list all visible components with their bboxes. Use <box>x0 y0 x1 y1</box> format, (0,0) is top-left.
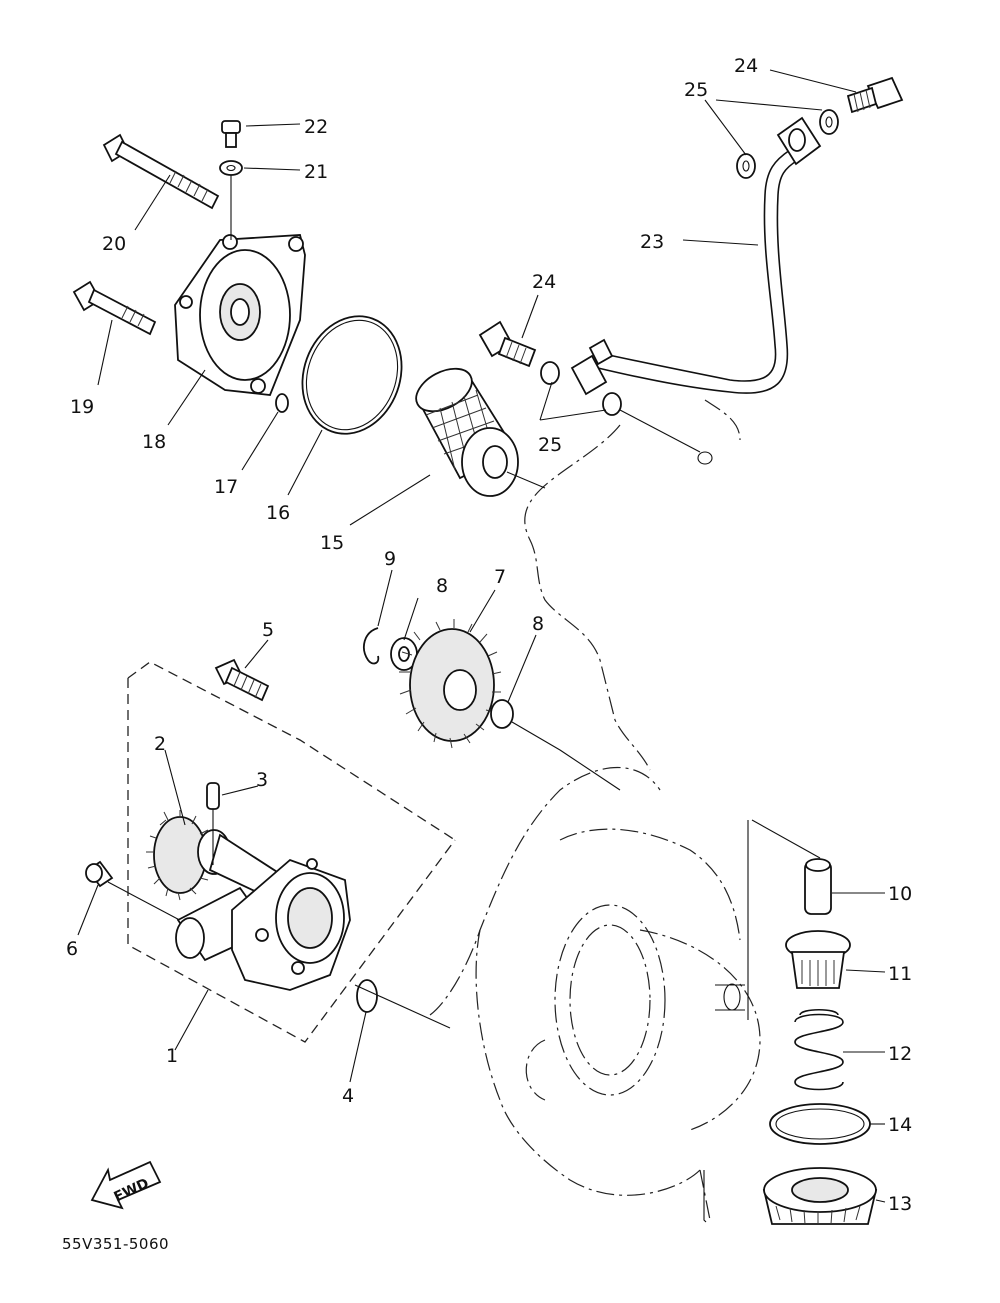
oil-filter-15 <box>415 367 546 497</box>
label-part-20: 20 <box>102 233 126 255</box>
spring-12 <box>794 1008 844 1091</box>
circlip-9 <box>363 627 380 665</box>
washer-25-lower-left <box>540 361 560 385</box>
label-part-6: 6 <box>66 938 78 960</box>
o-ring-4 <box>354 979 451 1029</box>
label-part-15: 15 <box>320 532 344 554</box>
label-part-12: 12 <box>888 1043 912 1065</box>
label-part-22: 22 <box>304 116 328 138</box>
label-part-16: 16 <box>266 502 290 524</box>
bolt-19 <box>72 280 157 336</box>
label-part-1: 1 <box>166 1045 178 1067</box>
label-part-13: 13 <box>888 1193 912 1215</box>
label-part-19: 19 <box>70 396 94 418</box>
bolt-5 <box>214 658 270 702</box>
label-part-8-right: 8 <box>532 613 544 635</box>
pin-3 <box>206 782 220 865</box>
label-part-25-upper: 25 <box>684 79 708 101</box>
label-part-7: 7 <box>494 566 506 588</box>
washer-25-upper-left <box>736 153 756 179</box>
right-column-guides <box>703 819 821 1223</box>
label-part-5: 5 <box>262 619 274 641</box>
leader-lines <box>77 69 886 1203</box>
label-part-24-upper: 24 <box>734 55 758 77</box>
union-bolt-24-lower <box>478 320 537 368</box>
washer-25-upper-right <box>819 109 839 135</box>
label-part-23: 23 <box>640 231 664 253</box>
label-part-11: 11 <box>888 963 912 985</box>
crankcase-outline <box>429 399 761 1221</box>
o-ring-17 <box>275 393 289 413</box>
label-part-3: 3 <box>256 769 268 791</box>
strainer-11 <box>785 930 851 989</box>
o-ring-16 <box>301 315 403 435</box>
label-part-21: 21 <box>304 161 328 183</box>
label-part-14: 14 <box>888 1114 912 1136</box>
filter-cover-18 <box>174 234 306 396</box>
o-ring-14 <box>769 1103 871 1145</box>
label-part-18: 18 <box>142 431 166 453</box>
part-number-labels: 22 21 20 19 18 17 16 15 24 25 23 25 24 9… <box>66 55 912 1215</box>
oil-pipe-23 <box>570 116 822 396</box>
oil-pump-body <box>175 858 351 991</box>
union-bolt-24-upper <box>846 76 904 114</box>
gear-7 <box>399 619 502 749</box>
label-part-2: 2 <box>154 733 166 755</box>
label-part-25-lower: 25 <box>538 434 562 456</box>
pump-assembly-box <box>127 661 456 1043</box>
washer-21 <box>219 160 243 240</box>
screw-22 <box>221 120 241 148</box>
pipe-10 <box>804 858 832 915</box>
bolt-20 <box>102 133 220 210</box>
label-part-8-left: 8 <box>436 575 448 597</box>
label-part-9: 9 <box>384 548 396 570</box>
label-part-10: 10 <box>888 883 912 905</box>
label-part-4: 4 <box>342 1085 354 1107</box>
washer-8-right <box>490 699 621 791</box>
drain-plug-13 <box>762 1167 878 1225</box>
washer-25-lower-right <box>602 392 713 465</box>
label-part-24-lower: 24 <box>532 271 556 293</box>
label-part-17: 17 <box>214 476 238 498</box>
fwd-arrow-icon: FWD <box>90 1160 162 1210</box>
drawing-code: 55V351-5060 <box>62 1235 169 1253</box>
